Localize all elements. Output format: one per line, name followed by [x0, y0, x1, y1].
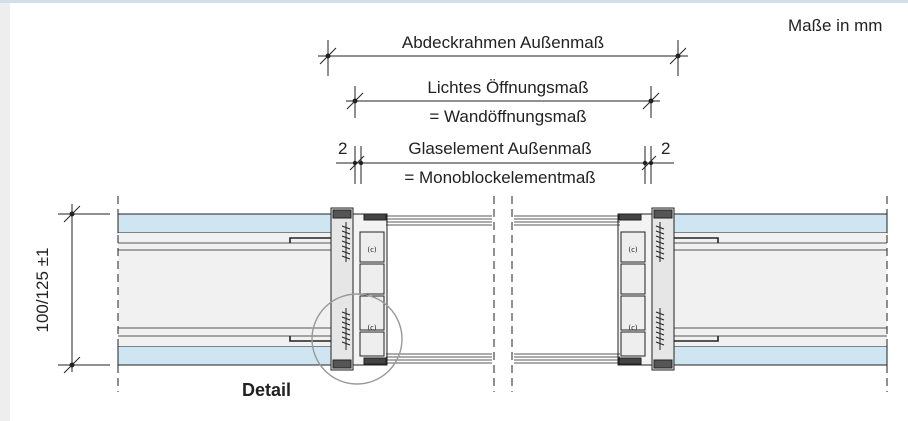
dimension-dot [69, 211, 75, 217]
screw-left-lower [341, 308, 351, 350]
dimension-dot [325, 53, 331, 59]
dimension-dot [358, 160, 364, 166]
svg-text:(c): (c) [367, 324, 377, 332]
units-note: Maße in mm [788, 16, 882, 35]
screw-right-lower [655, 308, 665, 350]
label-frame-outer: Abdeckrahmen Außenmaß [402, 33, 604, 52]
label-clear-opening-line2: = Wandöffnungsmaß [429, 107, 586, 126]
dimension-dot [642, 160, 648, 166]
label-glass-outer-line2: = Monoblockelementmaß [404, 168, 595, 187]
dimension-dot [69, 362, 75, 368]
screw-left-upper [341, 222, 351, 262]
screw-right-upper [655, 222, 665, 262]
detail-label: Detail [242, 380, 291, 400]
dimension-dot [675, 53, 681, 59]
svg-text:(c): (c) [367, 246, 377, 254]
svg-text:(c): (c) [628, 324, 638, 332]
glass-pane-top-left [386, 215, 492, 226]
top-border-bar [0, 0, 908, 3]
dimension-dot [352, 98, 358, 104]
frame-profile-right: (c) (c) [617, 207, 675, 371]
label-glass-outer-line1: Glaselement Außenmaß [408, 139, 591, 158]
left-margin-strip [0, 0, 10, 421]
wall-section-left [117, 213, 338, 366]
dimension-dot [648, 98, 654, 104]
label-gap-left: 2 [338, 139, 347, 158]
glass-pane-bottom-left [386, 353, 492, 364]
dimension-wall-thickness [58, 204, 110, 374]
frame-profile-left: (c) (c) [330, 207, 388, 371]
svg-text:(c): (c) [628, 246, 638, 254]
wall-section-right [668, 213, 888, 366]
label-wall-thickness: 100/125 ±1 [33, 248, 52, 333]
glass-pane-bottom-right [514, 353, 620, 364]
label-gap-right: 2 [661, 139, 670, 158]
label-clear-opening-line1: Lichtes Öffnungsmaß [427, 78, 588, 97]
detail-circle [311, 293, 403, 385]
dimension-dot [648, 160, 654, 166]
glass-pane-top-right [514, 215, 620, 226]
dimension-dot [352, 160, 358, 166]
